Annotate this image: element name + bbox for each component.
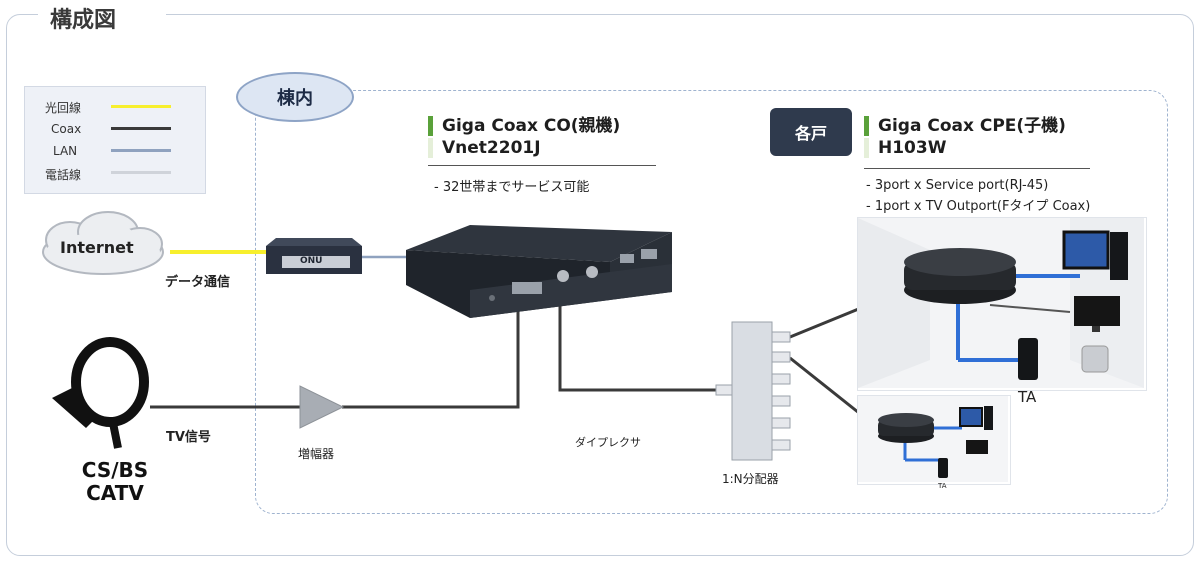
diagram-frame: [6, 14, 1194, 556]
antenna-label-line1: CS/BS: [81, 458, 149, 482]
ta-label-small: TA: [938, 482, 947, 490]
coax-co-splitter: [558, 298, 716, 392]
cpe-divider: [864, 168, 1090, 169]
co-model-bar: [428, 138, 433, 158]
title-backdrop: [38, 0, 166, 30]
legend-line-phone: [111, 171, 171, 174]
co-device: [406, 225, 672, 318]
cpe-model: H103W: [878, 138, 947, 158]
splitter-label: 1:N分配器: [722, 472, 779, 486]
amplifier-icon: [299, 385, 345, 429]
building-area: [255, 90, 1168, 514]
cpe-title: Giga Coax CPE(子機): [878, 116, 1066, 136]
co-model: Vnet2201J: [442, 138, 541, 158]
data-comm-label: データ通信: [165, 275, 231, 290]
co-title-bar: [428, 116, 433, 136]
internet-label: Internet: [60, 238, 134, 257]
cpe-note-1: - 3port x Service port(RJ-45): [866, 178, 1049, 193]
legend: 光回線 Coax LAN 電話線: [24, 86, 206, 194]
tv-signal-label: TV信号: [166, 430, 211, 445]
diagram-title: 構成図: [50, 8, 117, 33]
legend-label-fiber: 光回線: [45, 101, 82, 115]
legend-line-coax: [111, 127, 171, 130]
cpe-note-2: - 1port x TV Outport(Fタイプ Coax): [866, 199, 1091, 214]
co-title: Giga Coax CO(親機): [442, 116, 621, 136]
ta-label-large: TA: [1018, 388, 1037, 406]
amplifier-label: 増幅器: [298, 447, 335, 461]
diplexer-label: ダイプレクサ: [575, 436, 641, 449]
building-label: 棟内: [236, 72, 354, 122]
room2-image: [857, 395, 1011, 485]
cloud-icon: [42, 211, 164, 275]
cpe-model-bar: [864, 138, 869, 158]
legend-label-phone: 電話線: [45, 168, 82, 182]
cpe-title-bar: [864, 116, 869, 136]
co-note-1: - 32世帯までサービス可能: [434, 180, 590, 195]
legend-line-lan: [111, 149, 171, 152]
room1-scene: [858, 218, 1144, 388]
legend-label-coax: Coax: [51, 122, 82, 136]
antenna-icon: [52, 337, 149, 449]
unit-label: 各戸: [770, 108, 852, 156]
splitter-icon: [715, 321, 791, 461]
coax-amp-co: [342, 298, 520, 409]
room1-image: [857, 217, 1147, 391]
legend-line-fiber: [111, 105, 171, 108]
legend-label-lan: LAN: [53, 144, 78, 158]
co-divider: [428, 165, 656, 166]
onu-label: ONU: [300, 256, 323, 266]
antenna-label-line2: CATV: [86, 481, 144, 505]
room2-scene: [858, 396, 1008, 482]
onu-device: [266, 238, 362, 274]
